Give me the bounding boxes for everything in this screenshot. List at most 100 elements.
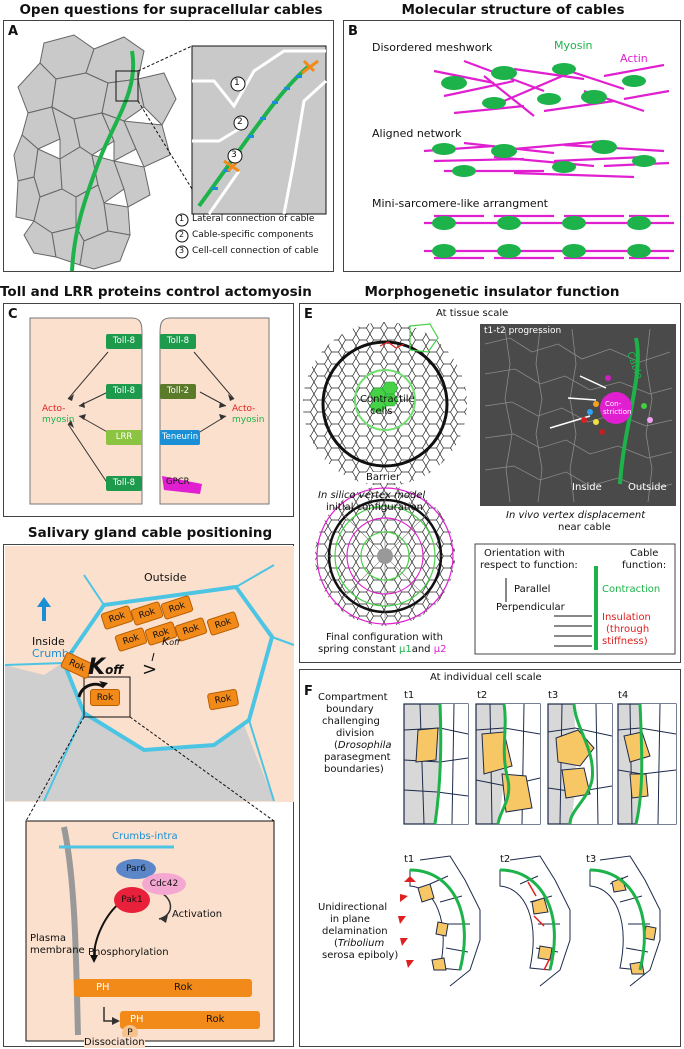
- legend-cable-components: Cable-specific components: [192, 230, 314, 240]
- cable-function-label-1: Cable: [630, 548, 659, 559]
- title-panel-e: Morphogenetic insulator function: [364, 284, 620, 300]
- orientation-label-1: Orientation with: [484, 548, 565, 559]
- row1-label-2: boundary: [326, 704, 374, 715]
- toll8-left-2: Toll-8: [106, 384, 142, 399]
- row1-time-4: t4: [618, 690, 629, 701]
- legend-cell-cell-connection: Cell-cell connection of cable: [192, 246, 319, 256]
- legend-marker-2: 2: [179, 230, 185, 239]
- constriction-label-1: Con-: [605, 400, 622, 408]
- final-caption-1: Final configuration with: [326, 632, 443, 643]
- greater-than: >: [142, 659, 158, 680]
- in-vivo-caption-2: near cable: [558, 522, 611, 533]
- myosin-label: Myosin: [554, 39, 593, 52]
- gpcr-label: GPCR: [166, 477, 190, 487]
- contraction-label: Contraction: [602, 584, 661, 595]
- panel-e-model-drawing: [303, 322, 676, 655]
- panel-a-tissue-drawing: [13, 34, 328, 272]
- toll8-left-3: Toll-8: [106, 476, 142, 491]
- rok-label: Rok: [174, 982, 193, 993]
- contractile-label-2: cells: [370, 406, 393, 417]
- actomyosin-right-line2: myosin: [232, 415, 265, 425]
- insulation-label-1: Insulation: [602, 612, 651, 623]
- actin-label: Actin: [620, 52, 648, 65]
- crumbs-intra-label: Crumbs-intra: [112, 831, 178, 842]
- panel-b-letter: B: [348, 24, 358, 39]
- panel-d-gland-drawing: [4, 546, 295, 1042]
- inset-marker-3: 3: [231, 150, 237, 160]
- outside-label: Outside: [144, 571, 187, 584]
- row2-label-3: delamination: [322, 926, 388, 937]
- rok-ph-bound: PH Rok: [74, 979, 252, 997]
- title-panel-d: Salivary gland cable positioning: [27, 525, 273, 541]
- panel-c-letter: C: [8, 307, 18, 322]
- in-silico-caption-2: initial configuration: [326, 502, 424, 513]
- row-disordered-meshwork: Disordered meshwork: [372, 41, 493, 54]
- inside-label: Inside: [32, 635, 65, 648]
- rok-ph-dissociated: PH Rok: [120, 1011, 260, 1029]
- title-panel-a: Open questions for supracellular cables: [19, 2, 323, 18]
- individual-cell-scale-label: At individual cell scale: [430, 672, 542, 683]
- panel-f: F At individual cell scale Compartment b…: [299, 669, 681, 1047]
- micrograph-title: t1-t2 progression: [484, 326, 562, 336]
- title-panel-c: Toll and LRR proteins control actomyosin: [0, 284, 312, 300]
- row1-label-7: boundaries): [324, 764, 384, 775]
- row1-time-3: t3: [548, 690, 559, 701]
- rok-label-2: Rok: [206, 1014, 225, 1025]
- toll2-box: Toll-2: [160, 384, 196, 399]
- cdc42-oval: Cdc42: [142, 873, 186, 895]
- row-mini-sarcomere: Mini-sarcomere-like arrangment: [372, 197, 548, 210]
- in-vivo-caption-1: In vivo vertex displacement: [506, 510, 646, 521]
- row1-time-2: t2: [477, 690, 488, 701]
- panel-e-letter: E: [304, 307, 313, 322]
- cable-function-label-2: function:: [622, 560, 667, 571]
- panel-c-cells-drawing: [29, 317, 270, 505]
- lrr-box: LRR: [106, 430, 142, 445]
- tissue-scale-label: At tissue scale: [436, 308, 509, 319]
- row2-label-5: serosa epiboly): [322, 950, 399, 961]
- orientation-label-2: respect to function:: [480, 560, 578, 571]
- row-aligned-network: Aligned network: [372, 127, 462, 140]
- toll8-right-1: Toll-8: [160, 334, 196, 349]
- koff-large: Koff: [88, 655, 124, 680]
- koff-small: Koff: [162, 635, 180, 648]
- panel-f-cells-drawing: [398, 703, 677, 987]
- plasma-label: Plasma: [30, 933, 67, 944]
- row2-time-1: t1: [404, 854, 415, 865]
- row2-label-4: (Tribolium: [334, 938, 385, 949]
- title-panel-b: Molecular structure of cables: [401, 2, 625, 18]
- pak1-oval: Pak1: [114, 887, 150, 913]
- insulation-label-3: stiffness): [602, 636, 648, 647]
- row2-label-2: in plane: [330, 914, 371, 925]
- row2-time-3: t3: [586, 854, 597, 865]
- perpendicular-label: Perpendicular: [496, 602, 565, 613]
- row1-label-5: (Drosophila: [334, 740, 392, 751]
- row2-label-1: Unidirectional: [318, 902, 388, 913]
- final-caption-2: spring constant μ1and μ2: [318, 644, 447, 655]
- legend-marker-1: 1: [179, 214, 185, 223]
- parallel-label: Parallel: [514, 584, 551, 595]
- rok-box-boxed: Rok: [90, 689, 120, 706]
- activation-label: Activation: [172, 909, 223, 920]
- toll8-left-1: Toll-8: [106, 334, 142, 349]
- phosphorylation-label: Phosphorylation: [88, 947, 169, 958]
- contractile-label-1: Contractile: [360, 394, 415, 405]
- row1-label-4: division: [336, 728, 375, 739]
- legend-lateral-connection: Lateral connection of cable: [192, 214, 315, 224]
- inset-marker-1: 1: [234, 78, 240, 88]
- ph-label-2: PH: [130, 1014, 144, 1025]
- actomyosin-right-line1: Acto-: [232, 404, 256, 414]
- row1-label-6: parasegment: [324, 752, 391, 763]
- dissociation-label: Dissociation: [84, 1037, 145, 1048]
- micro-outside-label: Outside: [628, 482, 667, 493]
- micro-inside-label: Inside: [572, 482, 602, 493]
- row1-label-1: Compartment: [318, 692, 388, 703]
- insulation-label-2: (through: [606, 624, 650, 635]
- row1-time-1: t1: [404, 690, 415, 701]
- panel-a-letter: A: [8, 24, 19, 39]
- barrier-label: Barrier: [366, 472, 401, 483]
- panel-b-filament-drawing: [423, 59, 674, 260]
- panel-a: A: [3, 20, 334, 272]
- row1-label-3: challenging: [322, 716, 380, 727]
- panel-b: B Disordered meshwork Myosin Actin Align…: [343, 20, 681, 272]
- panel-f-letter: F: [304, 684, 313, 699]
